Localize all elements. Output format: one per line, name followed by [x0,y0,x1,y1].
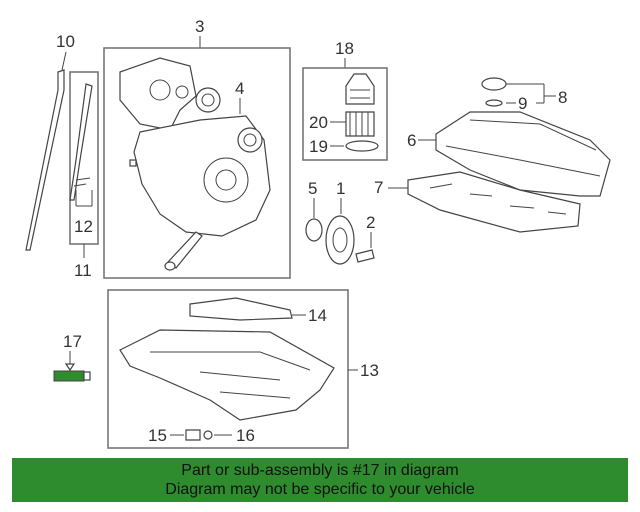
pump-seal[interactable] [305,218,323,242]
banner-line-1: Part or sub-assembly is #17 in diagram [181,462,459,479]
callout-11[interactable]: 11 [74,261,92,280]
oil-pan-group: 13 14 15 16 [107,289,379,449]
callout-3[interactable]: 3 [195,17,204,36]
valve-cover-gasket[interactable] [407,171,581,233]
highlighted-part-17[interactable] [53,370,85,382]
timing-cover[interactable] [133,115,271,237]
callout-19[interactable]: 19 [309,137,328,156]
part-17-end-cap [83,371,91,381]
callout-6[interactable]: 6 [407,131,416,150]
callout-9[interactable]: 9 [518,94,527,113]
dipstick-tube[interactable] [69,83,93,201]
oil-filter-element[interactable] [345,111,375,137]
callout-17[interactable]: 17 [63,332,82,351]
callout-2[interactable]: 2 [366,213,375,232]
oil-baffle[interactable] [189,297,293,321]
drain-plug[interactable] [185,429,201,441]
callout-20[interactable]: 20 [309,113,328,132]
callout-18[interactable]: 18 [335,39,354,58]
valve-cover[interactable] [435,111,611,197]
callout-13[interactable]: 13 [360,361,379,380]
callout-14[interactable]: 14 [308,306,327,325]
camshaft-seal[interactable] [195,87,221,113]
callout-4[interactable]: 4 [235,79,244,98]
filter-o-ring[interactable] [345,140,379,152]
valve-cover-group: 9 8 6 7 [374,77,611,233]
crankshaft-seal[interactable] [237,127,263,153]
callout-5[interactable]: 5 [308,179,317,198]
callout-7[interactable]: 7 [374,178,383,197]
callout-15[interactable]: 15 [148,426,167,445]
dipstick[interactable] [25,69,65,251]
oil-pump-group: 5 1 2 [305,179,375,265]
timing-cover-box [103,47,291,279]
oil-pan-box [107,289,349,449]
oil-filter-group: 18 20 19 [302,39,388,161]
info-banner: Part or sub-assembly is #17 in diagram D… [12,458,628,502]
oil-filter-cap[interactable] [345,73,375,105]
oil-pump[interactable] [325,215,355,265]
callout-10[interactable]: 10 [56,32,75,51]
banner-line-2: Diagram may not be specific to your vehi… [165,481,475,498]
dowel-pin[interactable] [129,159,137,167]
highlighted-part-group: 17 [53,332,91,382]
upper-timing-cover[interactable] [119,57,197,131]
callout-8[interactable]: 8 [558,88,567,107]
dipstick-group: 10 12 11 [25,32,99,280]
pump-bolt[interactable] [355,249,375,263]
callout-1[interactable]: 1 [336,179,345,198]
drain-plug-gasket[interactable] [203,430,213,440]
callout-16[interactable]: 16 [236,426,255,445]
callout-12[interactable]: 12 [74,217,93,236]
oil-fill-cap[interactable] [481,77,507,91]
timing-cover-group: 3 4 [103,17,291,279]
oil-filter-box [302,67,388,161]
fill-cap-seal[interactable] [485,99,503,107]
